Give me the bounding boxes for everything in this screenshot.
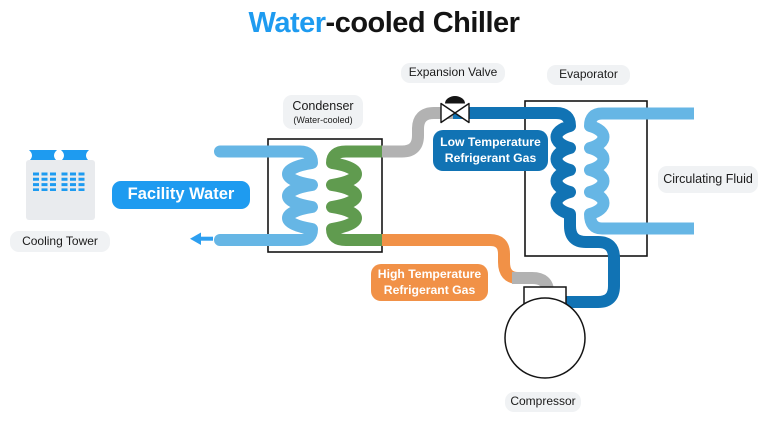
pipe-refrigerant-dark-blue bbox=[453, 107, 620, 308]
page-title: Water-cooled Chiller bbox=[0, 7, 768, 40]
tower-fan-right bbox=[61, 150, 89, 161]
label-circulating-fluid: Circulating Fluid bbox=[658, 166, 758, 193]
badge-facility-water: Facility Water bbox=[112, 181, 250, 209]
label-compressor: Compressor bbox=[505, 392, 581, 412]
tower-fan-left bbox=[29, 150, 57, 161]
label-evaporator: Evaporator bbox=[547, 65, 630, 85]
pipe-circulating-fluid-coil bbox=[584, 107, 694, 235]
pipe-condenser-to-valve-gray bbox=[382, 107, 456, 158]
compressor-icon bbox=[504, 297, 586, 379]
expansion-valve-icon bbox=[440, 96, 470, 124]
valve-cap bbox=[445, 96, 465, 104]
label-expansion-valve: Expansion Valve bbox=[401, 63, 505, 83]
badge-low-temp-refrigerant-gas: Low Temperature Refrigerant Gas bbox=[433, 130, 548, 171]
title-highlight: Water bbox=[248, 7, 327, 39]
label-cooling-tower: Cooling Tower bbox=[10, 231, 110, 252]
valve-left-triangle bbox=[440, 102, 456, 124]
title-rest: -cooled Chiller bbox=[325, 7, 520, 39]
valve-right-triangle bbox=[454, 102, 470, 124]
pipe-condenser-coil-green bbox=[326, 145, 382, 246]
flow-arrow-left bbox=[190, 232, 213, 245]
label-condenser: Condenser (Water-cooled) bbox=[283, 95, 363, 129]
badge-high-temp-refrigerant-gas: High Temperature Refrigerant Gas bbox=[371, 264, 488, 301]
pipe-facility-water-coil bbox=[214, 145, 318, 246]
cooling-tower-icon bbox=[26, 150, 95, 220]
pipe-compressor-to-condenser-orange bbox=[382, 234, 519, 284]
